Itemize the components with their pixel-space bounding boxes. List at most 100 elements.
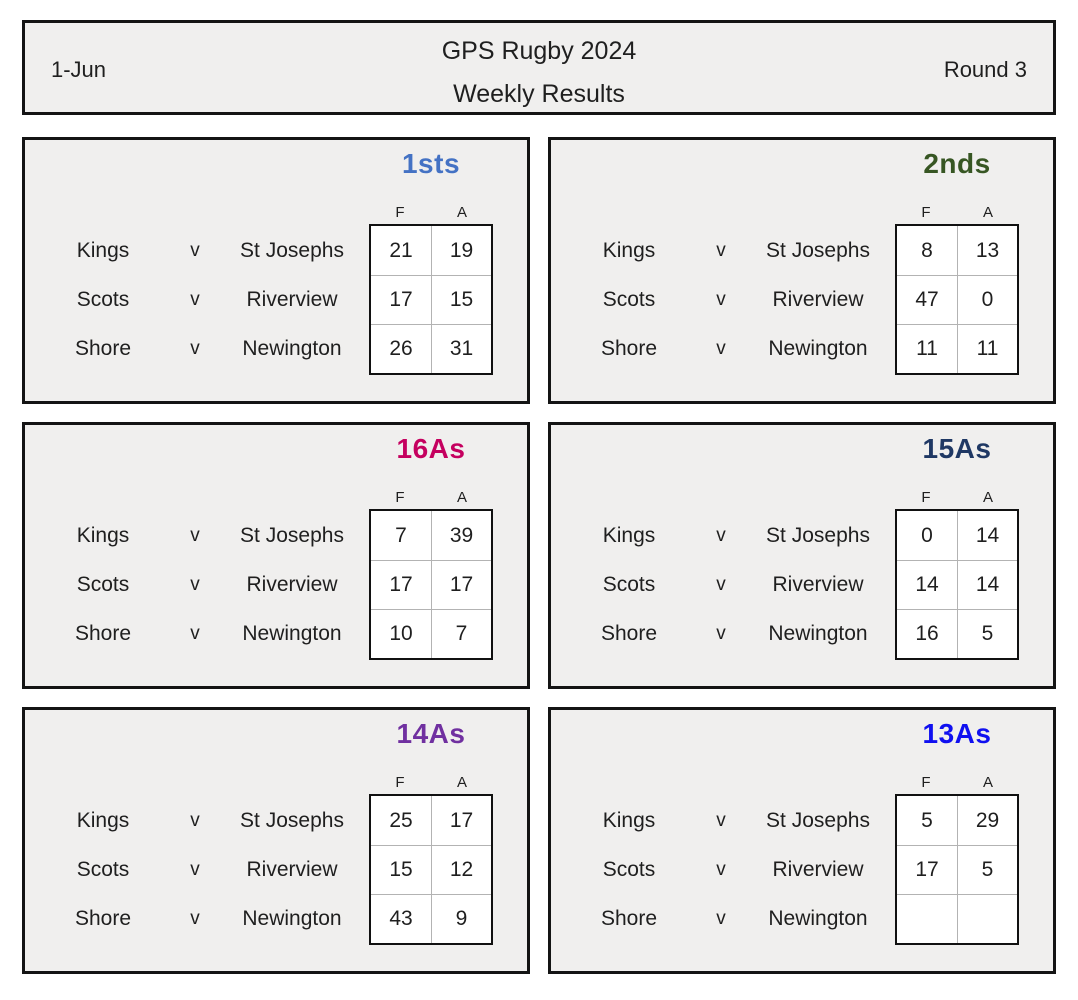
match-row: Scots v Riverview <box>33 560 367 609</box>
panel-title: 2nds <box>923 148 991 179</box>
match-row: Kings v St Josephs <box>33 796 367 845</box>
against-column-label: A <box>982 774 993 791</box>
panel-title: 14As <box>396 718 466 749</box>
away-team: Newington <box>768 621 868 645</box>
score-against-cell: 0 <box>957 275 1017 324</box>
away-team: Newington <box>242 906 342 930</box>
away-team: Riverview <box>246 572 338 596</box>
score-for-cell: 43 <box>371 894 431 943</box>
panel-title: 15As <box>922 433 992 464</box>
away-team: Newington <box>242 336 342 360</box>
score-against-cell: 14 <box>957 560 1017 609</box>
score-column-labels: F A <box>369 768 493 792</box>
home-team: Kings <box>602 523 656 547</box>
score-against-cell <box>957 894 1017 943</box>
score-for-cell: 17 <box>371 275 431 324</box>
score-against-cell: 12 <box>431 845 491 894</box>
score-against-cell: 17 <box>431 796 491 845</box>
away-team: Newington <box>242 621 342 645</box>
against-column-label: A <box>982 489 993 506</box>
match-row: Shore v Newington <box>33 894 367 943</box>
away-team: St Josephs <box>766 238 870 262</box>
for-column-label: F <box>921 774 931 791</box>
panel-2nds: 2nds F A 8 13 47 0 11 11 Kings v St Jose… <box>548 137 1056 404</box>
home-team: Kings <box>76 238 130 262</box>
panels-grid: 1sts F A 21 19 17 15 26 31 Kings v St Jo… <box>22 137 1056 974</box>
score-against-cell: 31 <box>431 324 491 373</box>
away-team: Riverview <box>772 857 864 881</box>
score-for-cell: 17 <box>371 560 431 609</box>
versus-label: v <box>716 573 726 595</box>
score-against-cell: 29 <box>957 796 1017 845</box>
results-header: 1-Jun GPS Rugby 2024 Weekly Results Roun… <box>22 20 1056 115</box>
away-team: Riverview <box>772 572 864 596</box>
home-team: Kings <box>76 808 130 832</box>
match-row: Shore v Newington <box>33 609 367 658</box>
versus-label: v <box>190 622 200 644</box>
away-team: Riverview <box>246 857 338 881</box>
home-team: Scots <box>602 572 656 596</box>
page-title: GPS Rugby 2024 Weekly Results <box>25 30 1053 116</box>
away-team: St Josephs <box>240 238 344 262</box>
score-for-cell: 47 <box>897 275 957 324</box>
versus-label: v <box>190 573 200 595</box>
score-against-cell: 5 <box>957 609 1017 658</box>
versus-label: v <box>190 239 200 261</box>
away-team: St Josephs <box>240 808 344 832</box>
score-for-cell <box>897 894 957 943</box>
score-column-labels: F A <box>369 198 493 222</box>
match-row: Scots v Riverview <box>33 845 367 894</box>
score-for-cell: 0 <box>921 523 933 547</box>
home-team: Shore <box>600 336 658 360</box>
panel-15As: 15As F A 0 14 14 14 16 5 Kings v St Jose… <box>548 422 1056 689</box>
score-table: 21 19 17 15 26 31 <box>369 224 493 375</box>
score-against-cell: 14 <box>957 511 1017 560</box>
away-team: St Josephs <box>240 523 344 547</box>
score-against-cell: 19 <box>431 226 491 275</box>
page-title-line1: GPS Rugby 2024 <box>441 37 637 65</box>
away-team: Newington <box>768 906 868 930</box>
match-list: Kings v St Josephs Scots v Riverview Sho… <box>33 796 367 943</box>
match-list: Kings v St Josephs Scots v Riverview Sho… <box>559 796 893 943</box>
away-team: Riverview <box>772 287 864 311</box>
home-team: Kings <box>602 238 656 262</box>
score-against-cell: 13 <box>957 226 1017 275</box>
for-column-label: F <box>921 204 931 221</box>
score-for-cell: 21 <box>389 238 413 262</box>
score-for-cell: 5 <box>921 808 933 832</box>
versus-label: v <box>190 858 200 880</box>
match-row: Kings v St Josephs <box>33 511 367 560</box>
for-column-label: F <box>921 489 931 506</box>
home-team: Scots <box>76 287 130 311</box>
away-team: Riverview <box>246 287 338 311</box>
match-row: Kings v St Josephs <box>559 796 893 845</box>
score-against-cell: 5 <box>957 845 1017 894</box>
match-row: Shore v Newington <box>559 894 893 943</box>
home-team: Shore <box>74 906 132 930</box>
panel-14As: 14As F A 25 17 15 12 43 9 Kings v St Jos… <box>22 707 530 974</box>
panel-1sts: 1sts F A 21 19 17 15 26 31 Kings v St Jo… <box>22 137 530 404</box>
versus-label: v <box>190 809 200 831</box>
score-column-labels: F A <box>895 198 1019 222</box>
home-team: Scots <box>602 857 656 881</box>
versus-label: v <box>190 524 200 546</box>
score-for-cell: 10 <box>371 609 431 658</box>
match-row: Scots v Riverview <box>559 845 893 894</box>
score-for-cell: 14 <box>897 560 957 609</box>
versus-label: v <box>716 288 726 310</box>
versus-label: v <box>716 907 726 929</box>
match-row: Kings v St Josephs <box>33 226 367 275</box>
against-column-label: A <box>456 489 467 506</box>
score-against-cell: 11 <box>957 324 1017 373</box>
score-for-cell: 25 <box>389 808 413 832</box>
versus-label: v <box>716 524 726 546</box>
match-row: Scots v Riverview <box>559 275 893 324</box>
versus-label: v <box>716 239 726 261</box>
score-against-cell: 39 <box>431 511 491 560</box>
match-list: Kings v St Josephs Scots v Riverview Sho… <box>559 511 893 658</box>
match-row: Scots v Riverview <box>559 560 893 609</box>
panel-16As: 16As F A 7 39 17 17 10 7 Kings v St Jose… <box>22 422 530 689</box>
score-against-cell: 9 <box>431 894 491 943</box>
match-list: Kings v St Josephs Scots v Riverview Sho… <box>559 226 893 373</box>
